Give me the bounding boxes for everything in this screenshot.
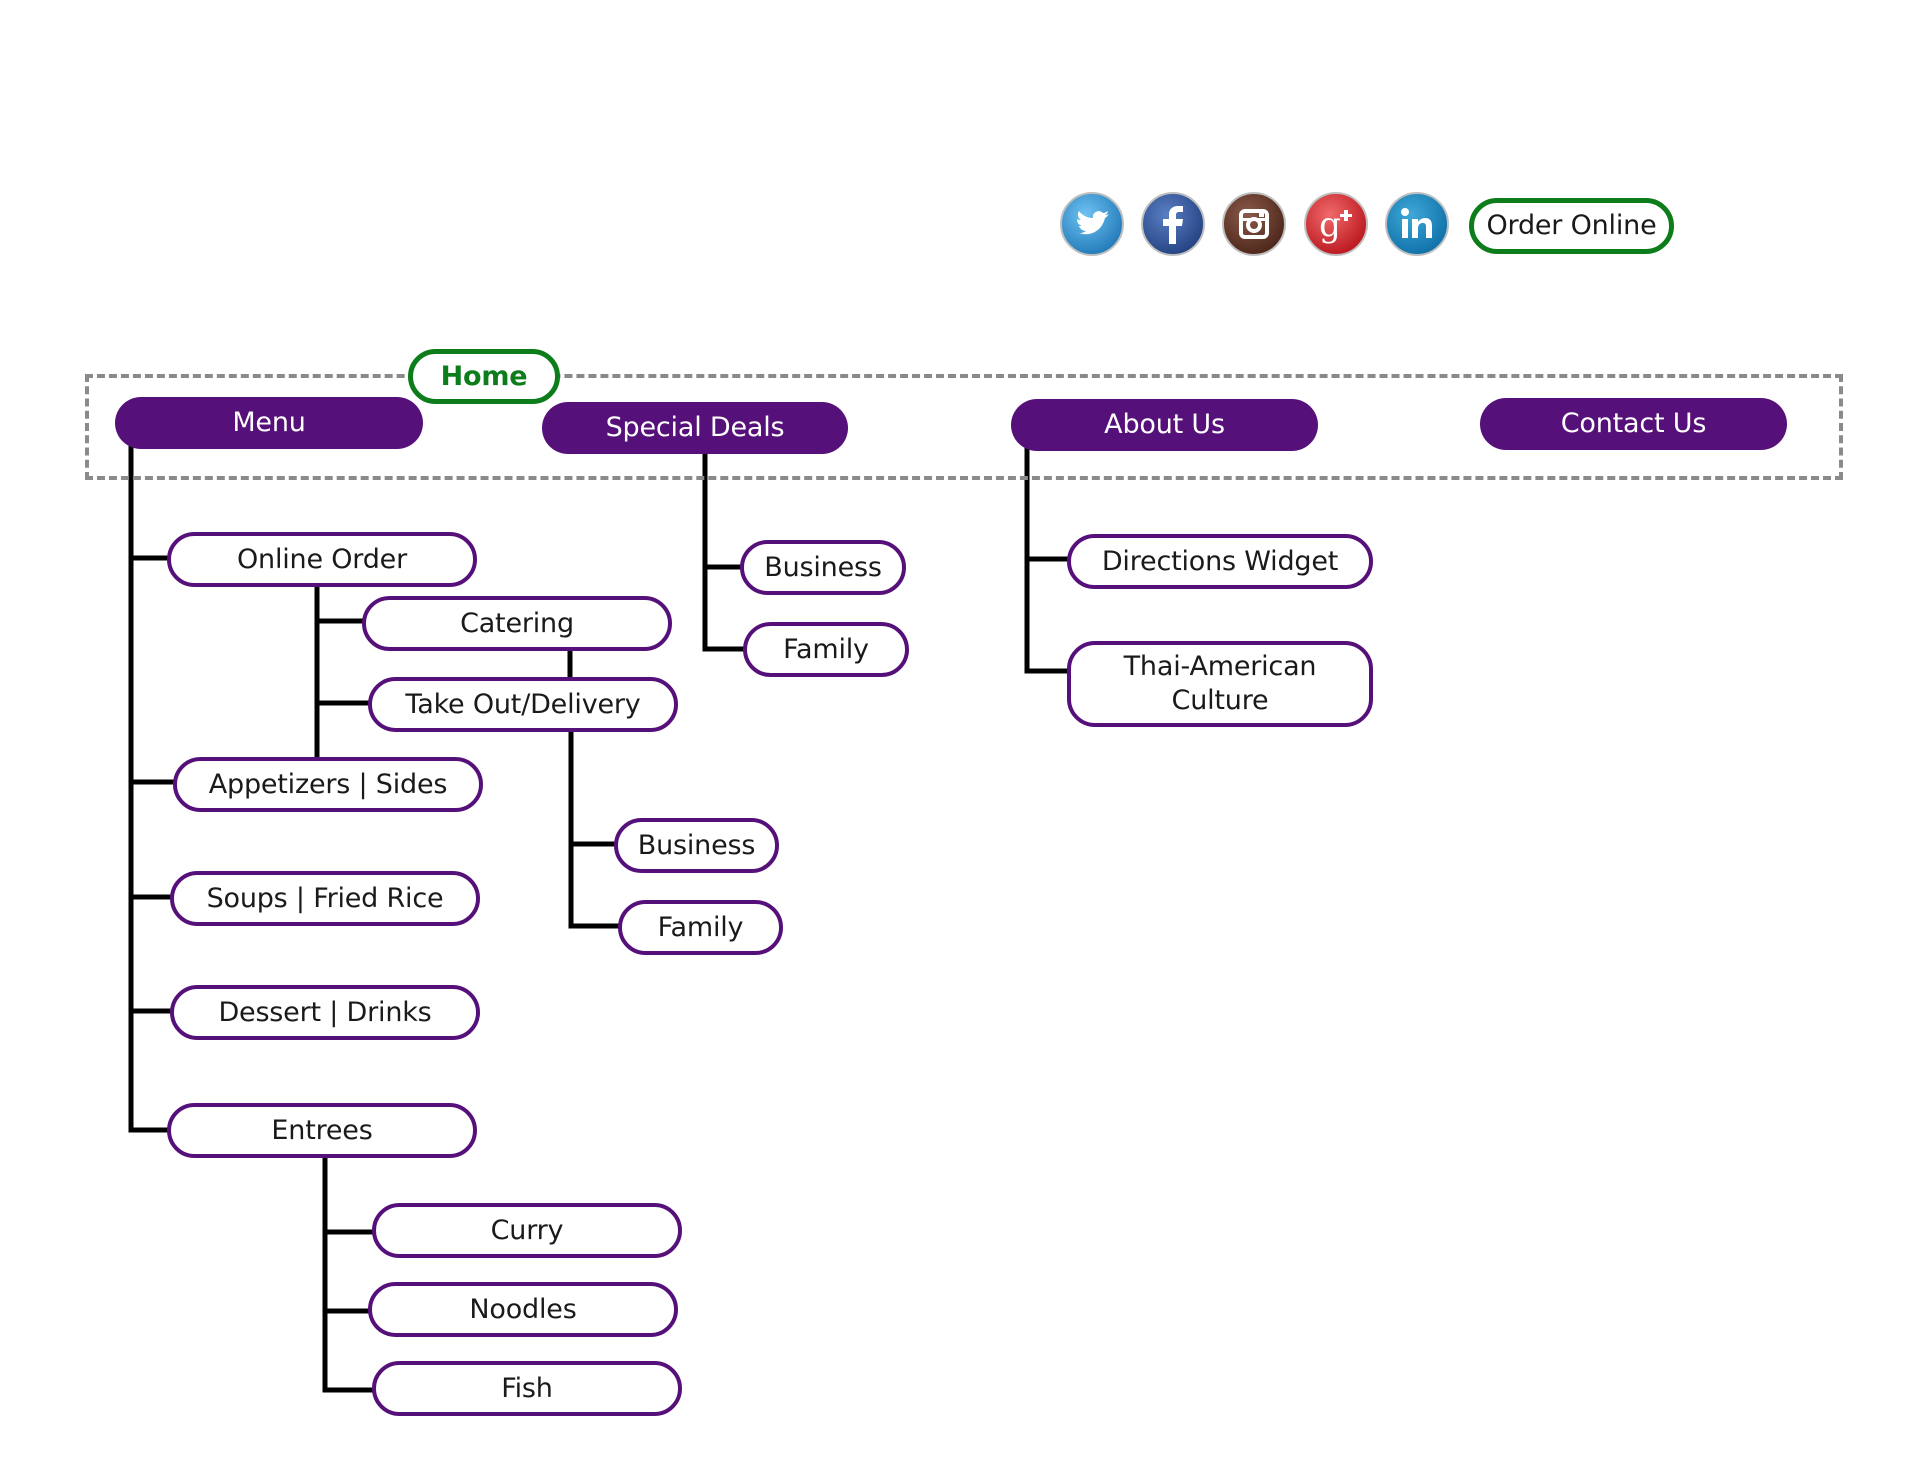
nav-special-deals-button[interactable]: Special Deals (542, 402, 848, 454)
nav-menu-button[interactable]: Menu (115, 397, 423, 449)
entrees-fish-node[interactable]: Fish (372, 1361, 682, 1416)
svg-text:g: g (1319, 205, 1341, 245)
about-directions-widget-node[interactable]: Directions Widget (1067, 534, 1373, 589)
special-deals-business-node[interactable]: Business (740, 540, 906, 595)
special-deals-family-node[interactable]: Family (743, 622, 909, 677)
take-out-family-node[interactable]: Family (618, 900, 783, 955)
linkedin-icon[interactable] (1385, 192, 1449, 256)
order-online-button[interactable]: Order Online (1469, 198, 1674, 254)
menu-entrees-node[interactable]: Entrees (167, 1103, 477, 1158)
take-out-business-node[interactable]: Business (614, 818, 779, 873)
nav-home-button[interactable]: Home (408, 349, 560, 404)
main-navigation-region (85, 374, 1843, 480)
entrees-curry-node[interactable]: Curry (372, 1203, 682, 1258)
twitter-icon[interactable] (1060, 192, 1124, 256)
entrees-noodles-node[interactable]: Noodles (368, 1282, 678, 1337)
menu-dessert-drinks-node[interactable]: Dessert | Drinks (170, 985, 480, 1040)
about-thai-american-culture-node[interactable]: Thai-American Culture (1067, 641, 1373, 727)
menu-soups-fried-rice-node[interactable]: Soups | Fried Rice (170, 871, 480, 926)
instagram-icon[interactable] (1222, 192, 1286, 256)
facebook-icon[interactable] (1141, 192, 1205, 256)
google-plus-icon[interactable]: g (1304, 192, 1368, 256)
menu-appetizers-sides-node[interactable]: Appetizers | Sides (173, 757, 483, 812)
menu-online-order-node[interactable]: Online Order (167, 532, 477, 587)
menu-catering-node[interactable]: Catering (362, 596, 672, 651)
nav-about-us-button[interactable]: About Us (1011, 399, 1318, 451)
menu-take-out-delivery-node[interactable]: Take Out/Delivery (368, 677, 678, 732)
nav-contact-us-button[interactable]: Contact Us (1480, 398, 1787, 450)
